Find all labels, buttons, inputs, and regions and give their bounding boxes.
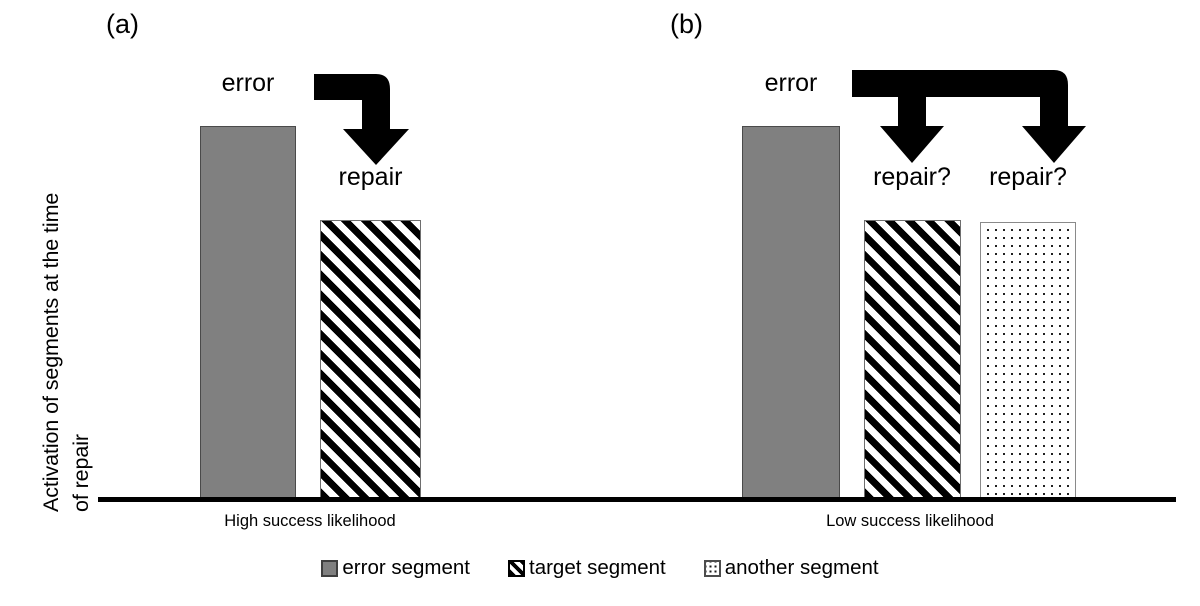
bar-a-error-segment [200, 126, 296, 499]
legend-swatch-diagonal-hatch-square-icon [508, 559, 525, 577]
y-axis-label-line-2: of repair [69, 434, 93, 512]
panel-label-a: (a) [106, 9, 139, 39]
legend-item-another-segment: another segment [703, 556, 879, 580]
bar-top-label-a-error: error [221, 69, 275, 97]
elbow-down-arrow-icon [314, 74, 409, 165]
forked-down-arrow-icon [852, 70, 1086, 163]
legend-item-error-segment: error segment [321, 556, 470, 580]
legend-swatch-solid-gray-square-icon [321, 559, 339, 577]
panel-label-b: (b) [670, 9, 703, 39]
legend-label-another-segment: another segment [724, 556, 879, 579]
bar-top-label-b-error: error [764, 69, 818, 97]
legend-label-error-segment: error segment [342, 556, 470, 579]
y-axis-label: Activation of segments at the time of re… [0, 0, 96, 520]
y-axis-label-line-1: Activation of segments at the time [39, 192, 63, 512]
bar-b-target-segment [864, 220, 961, 499]
chart-legend: error segment target segment another seg… [0, 556, 1200, 580]
x-axis-baseline [98, 497, 1176, 502]
legend-label-target-segment: target segment [529, 556, 666, 579]
bar-b-error-segment [742, 126, 840, 499]
legend-item-target-segment: target segment [508, 556, 666, 580]
x-axis-category-high: High success likelihood [224, 512, 396, 530]
bar-b-another-segment [980, 222, 1076, 499]
bar-top-label-b-repair-target: repair? [873, 163, 951, 191]
legend-swatch-dotted-square-icon [703, 559, 721, 577]
bar-a-target-segment [320, 220, 421, 499]
x-axis-category-low: Low success likelihood [826, 512, 994, 530]
bar-top-label-b-repair-another: repair? [989, 163, 1067, 191]
bar-top-label-a-repair: repair [338, 163, 403, 191]
